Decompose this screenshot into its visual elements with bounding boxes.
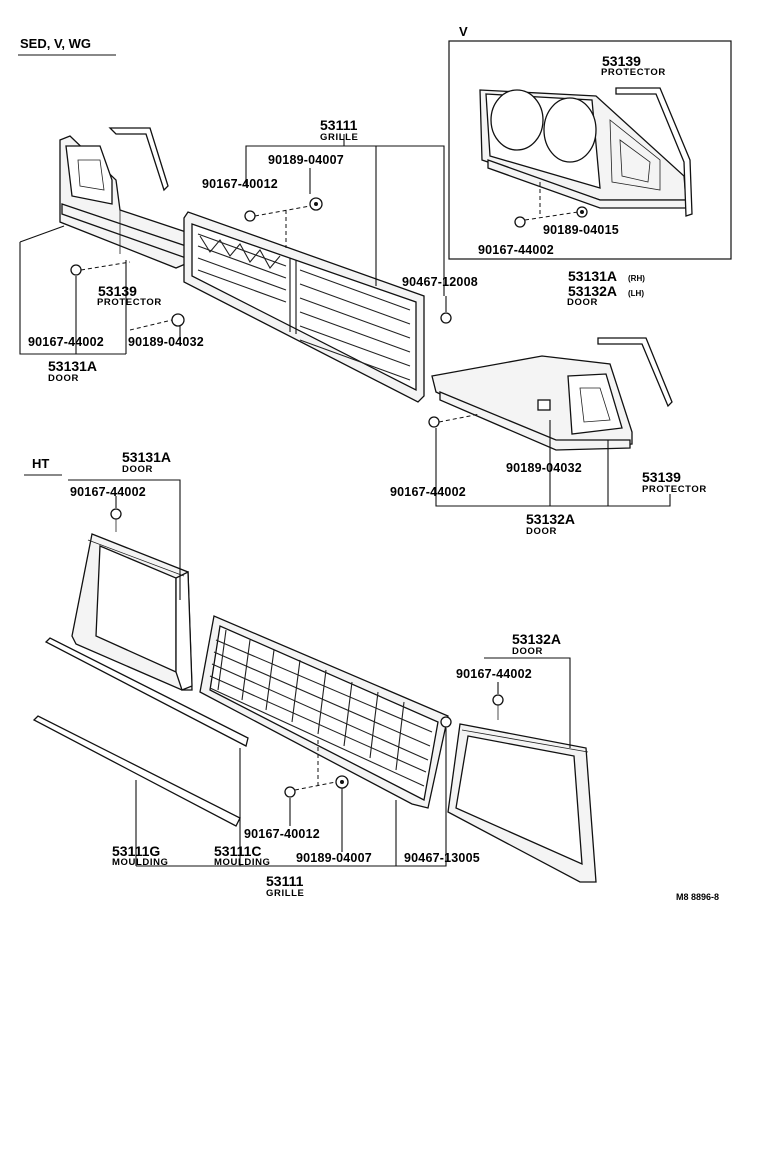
fastener-90167-44002-ht-right: 90167-44002 <box>456 667 532 681</box>
part-side-rh: (RH) <box>628 274 645 283</box>
ht-moulding-g-drawing <box>32 715 241 827</box>
part-num-53131a-v: 53131A <box>568 268 617 284</box>
section-label-ht: HT <box>32 456 49 471</box>
fastener-90189-04032-left: 90189-04032 <box>128 335 204 349</box>
ht-moulding-c-drawing <box>44 637 249 747</box>
part-name-protector-v: PROTECTOR <box>601 67 666 78</box>
part-name-moulding-g: MOULDING <box>112 857 169 868</box>
part-side-lh: (LH) <box>628 289 644 298</box>
left-protector-drawing <box>108 127 169 192</box>
ht-grille-drawing <box>199 615 449 809</box>
fastener-90167-40012-top: 90167-40012 <box>202 177 278 191</box>
part-name-protector-right: PROTECTOR <box>642 484 707 495</box>
right-headlamp-door-drawing <box>431 355 633 451</box>
part-num-53131a-ht: 53131A <box>122 449 171 465</box>
fastener-90167-44002-ht-left: 90167-44002 <box>70 485 146 499</box>
ht-grille-fasteners-drawing <box>284 716 452 798</box>
v-protector-drawing <box>615 87 693 217</box>
ht-left-fastener-drawing <box>110 508 122 532</box>
part-num-53132a-ht: 53132A <box>512 631 561 647</box>
part-name-door-left-ht: DOOR <box>122 464 153 475</box>
right-protector-drawing <box>597 337 673 408</box>
part-num-53111-ht: 53111 <box>266 873 304 889</box>
fastener-90189-04007-ht: 90189-04007 <box>296 851 372 865</box>
v-section-box <box>448 40 732 260</box>
left-headlamp-door-drawing <box>59 135 191 269</box>
part-name-door-right-ht: DOOR <box>512 646 543 657</box>
ht-left-door-drawing <box>71 533 193 691</box>
fastener-90467-12008: 90467-12008 <box>402 275 478 289</box>
ht-right-door-drawing <box>447 723 597 883</box>
part-name-protector-left: PROTECTOR <box>97 297 162 308</box>
fastener-90167-44002-v: 90167-44002 <box>478 243 554 257</box>
part-name-door-right-top: DOOR <box>526 526 557 537</box>
fastener-90189-04007-top: 90189-04007 <box>268 153 344 167</box>
part-num-53139-left: 53139 <box>98 283 137 299</box>
part-num-53132a-top: 53132A <box>526 511 575 527</box>
part-name-grille-top: GRILLE <box>320 132 358 143</box>
v-fasteners-drawing <box>514 206 588 228</box>
top-grille-drawing <box>183 211 425 403</box>
part-name-moulding-c: MOULDING <box>214 857 271 868</box>
part-num-53111c: 53111C <box>214 843 262 859</box>
fastener-90189-04032-right: 90189-04032 <box>506 461 582 475</box>
part-name-door-left-top: DOOR <box>48 373 79 384</box>
left-fasteners-drawing <box>70 264 185 327</box>
fastener-90167-44002-left: 90167-44002 <box>28 335 104 349</box>
part-num-53139-right: 53139 <box>642 469 681 485</box>
part-num-53111g: 53111G <box>112 843 160 859</box>
right-fasteners-drawing <box>428 399 551 428</box>
fastener-90167-40012-ht: 90167-40012 <box>244 827 320 841</box>
part-num-53111-top: 53111 <box>320 117 358 133</box>
fastener-90167-44002-right: 90167-44002 <box>390 485 466 499</box>
top-grille-fasteners-drawing <box>244 197 452 324</box>
part-num-53131a-top: 53131A <box>48 358 97 374</box>
diagram-reference-code: M8 8896-8 <box>676 892 719 902</box>
v-headlamp-door-drawing <box>479 89 687 209</box>
fastener-90189-04015: 90189-04015 <box>543 223 619 237</box>
fastener-90467-13005: 90467-13005 <box>404 851 480 865</box>
part-num-53132a-v: 53132A <box>568 283 617 299</box>
ht-right-fastener-drawing <box>492 694 504 720</box>
part-name-door-v: DOOR <box>567 297 598 308</box>
part-name-grille-ht: GRILLE <box>266 888 304 899</box>
section-label-v: V <box>459 24 468 39</box>
section-label-sedan: SED, V, WG <box>20 36 91 51</box>
part-num-53139-v: 53139 <box>602 53 641 69</box>
